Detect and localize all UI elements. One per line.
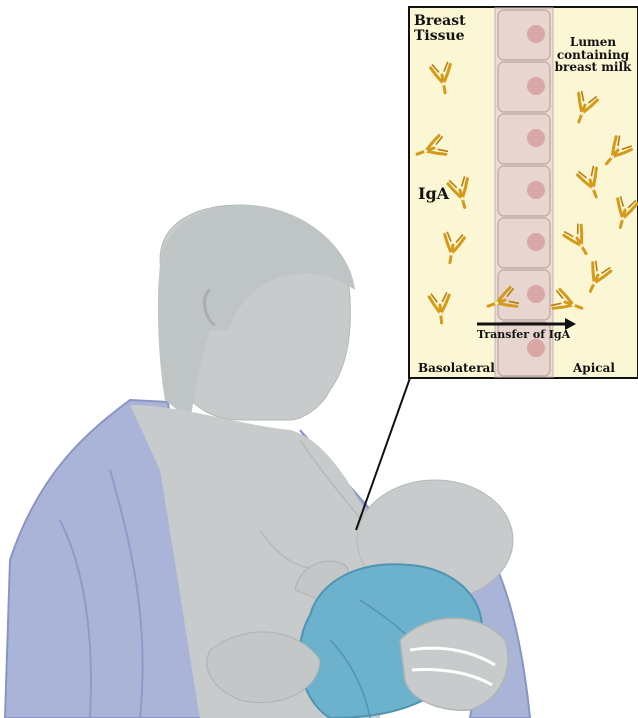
nucleus [527,129,545,147]
epithelial-layer [495,8,553,377]
breast-tissue-label: Breast Tissue [414,14,466,43]
apical-label: Apical [573,362,615,375]
nucleus [527,233,545,251]
nucleus [527,181,545,199]
basolateral-label: Basolateral [418,362,495,375]
nucleus [527,25,545,43]
nucleus [527,339,545,357]
transfer-label: Transfer of IgA [477,329,570,341]
lumen-label: Lumen containing breast milk [554,36,632,74]
nucleus [527,77,545,95]
nucleus [527,285,545,303]
iga-label: IgA [418,186,449,203]
